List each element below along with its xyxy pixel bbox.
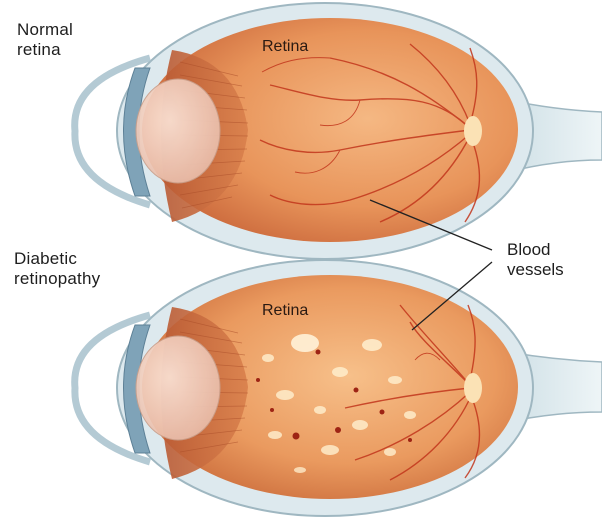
diabetic-eye	[75, 260, 602, 516]
retina-label-top: Retina	[262, 38, 308, 56]
lens	[136, 79, 220, 183]
diabetic-label-line1: Diabetic	[14, 249, 100, 269]
retina-label-bottom: Retina	[262, 302, 308, 320]
normal-eye	[75, 3, 602, 259]
blood-vessels-label: Blood vessels	[507, 240, 564, 280]
blood-vessels-line2: vessels	[507, 260, 564, 280]
lens	[136, 336, 220, 440]
blood-vessels-line1: Blood	[507, 240, 564, 260]
diabetic-retinopathy-label: Diabetic retinopathy	[14, 249, 100, 289]
optic-disc	[464, 373, 482, 403]
optic-disc	[464, 116, 482, 146]
normal-retina-label: Normal retina	[17, 20, 73, 60]
normal-label-line1: Normal	[17, 20, 73, 40]
diabetic-label-line2: retinopathy	[14, 269, 100, 289]
normal-label-line2: retina	[17, 40, 73, 60]
